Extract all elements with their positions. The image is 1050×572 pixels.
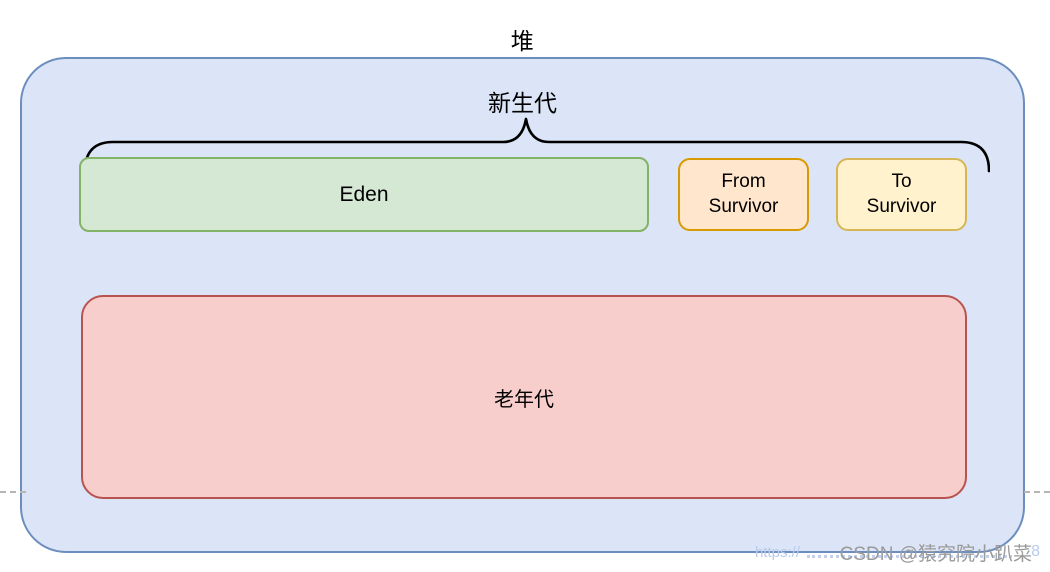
from-survivor-box: From Survivor bbox=[678, 158, 809, 231]
young-gen-brace bbox=[83, 117, 990, 173]
to-survivor-label-line2: Survivor bbox=[866, 195, 937, 217]
eden-box: Eden bbox=[79, 157, 649, 232]
heap-container: 新生代 Eden From Survivor To Survivor 老年代 bbox=[20, 57, 1025, 553]
from-survivor-label-line2: Survivor bbox=[708, 195, 779, 217]
old-gen-box: 老年代 bbox=[81, 295, 967, 499]
eden-label: Eden bbox=[339, 182, 389, 206]
to-survivor-label-line1: To bbox=[891, 170, 912, 192]
from-survivor-label-line1: From bbox=[721, 170, 766, 192]
left-dashed-line bbox=[0, 491, 26, 493]
heap-title: 堆 bbox=[510, 28, 535, 54]
right-dashed-line bbox=[1024, 491, 1050, 493]
to-survivor-box: To Survivor bbox=[836, 158, 967, 231]
young-gen-label: 新生代 bbox=[488, 90, 557, 116]
watermark-url-remnant bbox=[807, 555, 1012, 558]
watermark-url-suffix: 8 bbox=[1031, 543, 1040, 560]
old-gen-label: 老年代 bbox=[494, 388, 554, 411]
